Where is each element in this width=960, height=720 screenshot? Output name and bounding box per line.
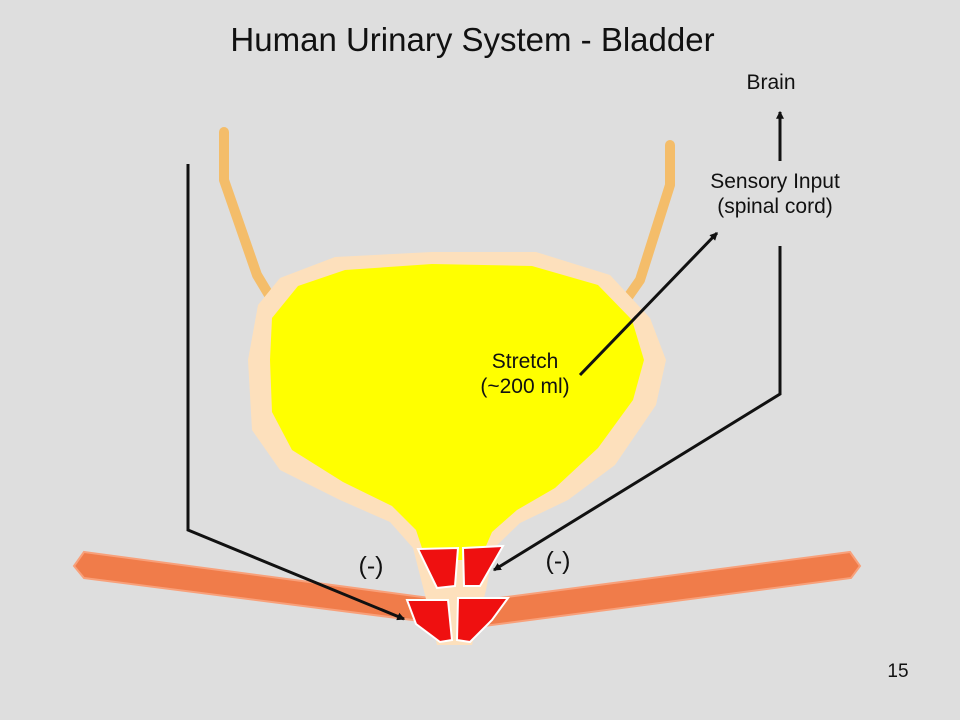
right-ureter	[621, 140, 675, 305]
external-sphincter-left	[405, 599, 454, 644]
sensory-input-line-2: (spinal cord)	[717, 195, 833, 219]
left-ureter	[219, 127, 277, 305]
brain-label: Brain	[746, 71, 796, 94]
bladder-urine	[270, 264, 644, 560]
inhibition-label-left: (-)	[358, 552, 384, 580]
pelvic-floor-muscle	[72, 550, 453, 627]
spinal-feedback-arrow	[492, 246, 782, 572]
inhibition-label-right: (-)	[545, 547, 571, 575]
stretch-line-2: (~200 ml)	[480, 375, 570, 399]
page-number: 15	[887, 661, 909, 682]
stretch-line-1: Stretch	[491, 350, 559, 373]
motor-pathway-arrow	[186, 164, 406, 621]
stretch-label: Stretch (~200 ml)	[440, 349, 610, 399]
sensory-input-line-1: Sensory Input	[710, 170, 840, 193]
sensory-input-label: Sensory Input (spinal cord)	[675, 169, 875, 219]
slide-title: Human Urinary System - Bladder	[230, 21, 715, 58]
internal-sphincter-left	[416, 546, 460, 590]
stretch-signal-arrow	[578, 231, 719, 377]
internal-sphincter-right	[461, 544, 505, 587]
external-sphincter-right	[455, 597, 510, 644]
